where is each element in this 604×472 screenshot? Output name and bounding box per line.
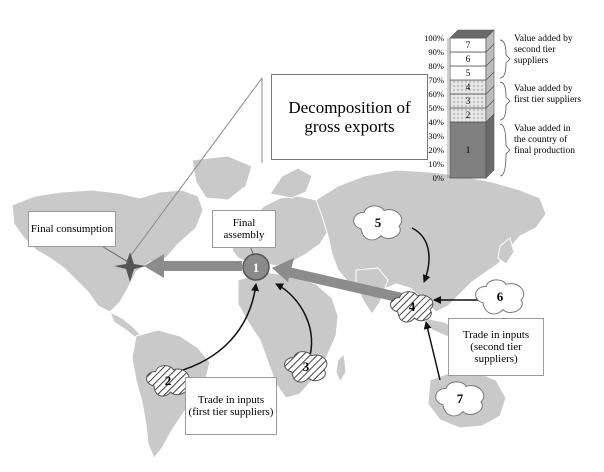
bar-segment-1: 1 (449, 113, 495, 179)
y-tick-label: 30% (428, 131, 444, 141)
y-tick-label: 50% (428, 103, 444, 113)
annotation-text: Value added in the country of final prod… (514, 124, 575, 156)
node-2-label: 2 (165, 373, 172, 388)
first-tier-box: Trade in inputs (first tier suppliers) (185, 377, 277, 435)
annotation-bracket (499, 123, 511, 177)
bar-segment-1-rect (449, 121, 487, 179)
y-tick-label: 80% (428, 61, 444, 71)
y-tick-label: 70% (428, 75, 444, 85)
callout-lines (125, 77, 263, 263)
greenland-shape (191, 155, 253, 201)
node-5: 5 (353, 205, 403, 241)
node-6-label: 6 (497, 289, 504, 304)
node-1-circle (242, 253, 270, 281)
second-tier-label: Trade in inputs (second tier suppliers) (462, 328, 530, 366)
supplier-flows (175, 227, 484, 381)
japan-shape (497, 237, 515, 265)
second-tier-box: Trade in inputs (second tier suppliers) (448, 318, 544, 376)
final-consumption-label: Final consumption (30, 222, 114, 235)
flow-5-to-4 (411, 227, 431, 283)
flow-2-to-1 (175, 283, 260, 373)
north-america-shape (11, 189, 204, 313)
flow-4-to-1-arrow (272, 258, 404, 303)
decomposition-title: Decomposition of gross exports (288, 97, 411, 136)
node-7-cloud (435, 381, 485, 417)
node-1-label: 1 (253, 260, 260, 275)
central-america-shape (109, 310, 141, 339)
bar-segment-7-label: 7 (466, 40, 471, 50)
node-6-cloud (475, 279, 525, 315)
flow-7-to-4 (423, 321, 441, 381)
nodes: 1 2 3 4 5 6 7 (146, 205, 525, 417)
final-consumption-box: Final consumption (28, 211, 116, 247)
bar-segment-1-side (485, 113, 495, 179)
annotation-text: Value added by second tier suppliers (514, 34, 573, 66)
y-tick-label: 0% (433, 173, 444, 183)
bar-segment-5: 5 (449, 57, 495, 81)
node-7: 7 (435, 381, 485, 417)
bar-segment-4-label: 4 (466, 82, 471, 92)
bar-segment-5-label: 5 (466, 68, 471, 78)
node-6: 6 (475, 279, 525, 315)
bar-segment-3-label: 3 (466, 96, 471, 106)
stacked-bar-chart: 0% 10% 20% 30% 40% 50% 60% 70% 80% 90% 100% 1 2 3 4 5 6 7 (424, 29, 511, 183)
y-tick-label: 90% (428, 47, 444, 57)
node-3: 3 (284, 351, 328, 383)
bar-segment-3: 3 (449, 85, 495, 109)
node-3-hatched-cloud (284, 351, 328, 383)
madagascar-shape (335, 352, 347, 384)
final-assembly-label: Final assembly (223, 216, 265, 241)
bar-segment-6-label: 6 (466, 54, 471, 64)
y-tick-label: 60% (428, 89, 444, 99)
bar-segment-1-label: 1 (466, 145, 471, 155)
consumption-star-marker (114, 252, 146, 282)
flow-1-to-consumption-arrow (144, 254, 242, 278)
scandinavia-shape (269, 167, 313, 199)
node-5-label: 5 (375, 215, 382, 230)
node-4-hatched-cloud (390, 291, 434, 323)
bar-segment-2-label: 2 (466, 110, 471, 120)
bar-segment-7: 7 (449, 29, 495, 53)
annotation-text: Value added by first tier suppliers (514, 84, 582, 105)
flow-3-to-1 (275, 283, 313, 363)
node-3-label: 3 (303, 359, 310, 374)
y-tick-label: 100% (424, 33, 444, 43)
node-5-cloud (353, 205, 403, 241)
annotation-bracket (499, 39, 511, 79)
node-1: 1 (242, 253, 270, 281)
annotation-bracket (499, 81, 511, 121)
bar-top-face (449, 29, 495, 39)
y-tick-label: 10% (428, 159, 444, 169)
decomposition-title-box: Decomposition of gross exports (271, 74, 428, 160)
south-america-shape (131, 329, 211, 459)
consumption-leader (99, 244, 129, 263)
node-4: 4 (390, 291, 434, 323)
bar-segment-6: 6 (449, 43, 495, 67)
node-2-hatched-cloud (146, 365, 190, 397)
final-assembly-box: Final assembly (212, 210, 276, 248)
y-tick-label: 40% (428, 117, 444, 127)
y-tick-label: 20% (428, 145, 444, 155)
node-4-label: 4 (409, 299, 416, 314)
first-tier-label: Trade in inputs (first tier suppliers) (188, 393, 274, 418)
node-7-label: 7 (457, 391, 464, 406)
node-2: 2 (146, 365, 190, 397)
